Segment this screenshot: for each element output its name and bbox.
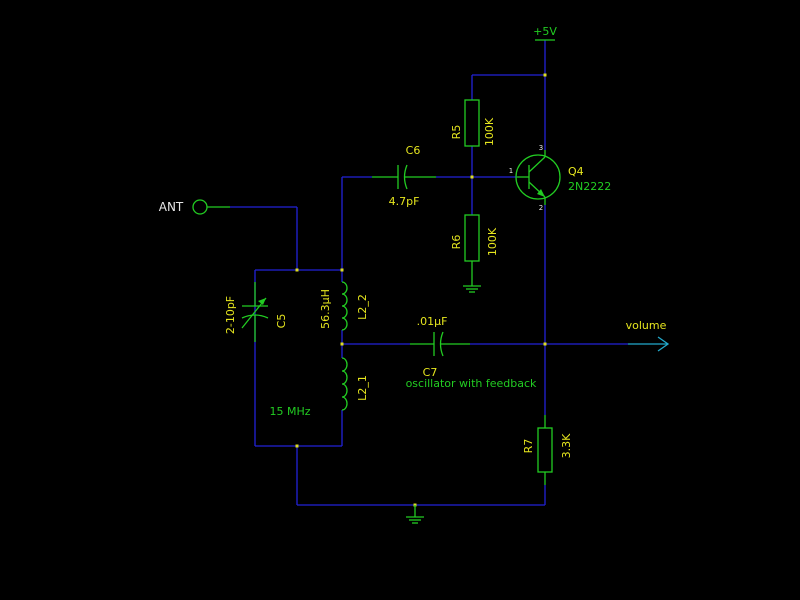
junction-dot bbox=[340, 268, 344, 272]
variable-capacitor-c5[interactable]: 2-10pF C5 bbox=[224, 282, 288, 342]
junction-dot bbox=[470, 175, 474, 179]
inductor-l2-1[interactable]: L2_1 bbox=[341, 357, 369, 411]
junction-dot bbox=[543, 73, 547, 77]
ground-symbol-main bbox=[406, 505, 424, 524]
q4-pin-emitter: 2 bbox=[539, 204, 543, 212]
r6-ref: R6 bbox=[450, 235, 463, 250]
c5-value: 2-10pF bbox=[224, 296, 237, 334]
junctions bbox=[295, 73, 547, 507]
q4-ref: Q4 bbox=[568, 165, 584, 178]
c7-ref: C7 bbox=[423, 366, 438, 379]
capacitor-c7[interactable]: .01µF C7 bbox=[410, 315, 470, 379]
resistor-r7[interactable]: R7 3.3K bbox=[522, 415, 573, 485]
resistor-r5[interactable]: R5 100K bbox=[450, 99, 496, 147]
r5-ref: R5 bbox=[450, 125, 463, 140]
junction-dot bbox=[295, 444, 299, 448]
l2-1-ref: L2_1 bbox=[356, 375, 369, 401]
inductor-l2-2[interactable]: 56.3µH L2_2 bbox=[319, 281, 369, 331]
junction-dot bbox=[340, 342, 344, 346]
antenna-connector[interactable]: ANT bbox=[159, 199, 230, 215]
l2-2-ref: L2_2 bbox=[356, 294, 369, 320]
vcc-symbol[interactable]: +5V bbox=[533, 25, 557, 41]
r7-ref: R7 bbox=[522, 439, 535, 454]
r5-value: 100K bbox=[483, 117, 496, 146]
capacitor-c6[interactable]: C6 4.7pF bbox=[372, 144, 436, 208]
transistor-q4[interactable]: 1 3 2 Q4 2N2222 bbox=[509, 144, 611, 212]
vcc-label: +5V bbox=[533, 25, 557, 38]
l2-2-value: 56.3µH bbox=[319, 289, 332, 329]
output-port[interactable]: volume bbox=[626, 319, 670, 352]
junction-dot bbox=[543, 342, 547, 346]
q4-pin-base: 1 bbox=[509, 167, 513, 175]
resistor-r6[interactable]: R6 100K bbox=[450, 214, 499, 286]
output-label: volume bbox=[626, 319, 667, 332]
c6-ref: C6 bbox=[406, 144, 421, 157]
description-note: oscillator with feedback bbox=[406, 377, 537, 390]
c6-value: 4.7pF bbox=[389, 195, 420, 208]
frequency-note: 15 MHz bbox=[269, 405, 310, 418]
ground-symbol-r6 bbox=[463, 285, 481, 293]
r7-value: 3.3K bbox=[560, 433, 573, 458]
antenna-label: ANT bbox=[159, 200, 184, 214]
c5-ref: C5 bbox=[275, 314, 288, 329]
q4-value: 2N2222 bbox=[568, 180, 611, 193]
r6-value: 100K bbox=[486, 227, 499, 256]
c7-value: .01µF bbox=[417, 315, 448, 328]
q4-pin-collector: 3 bbox=[539, 144, 543, 152]
junction-dot bbox=[295, 268, 299, 272]
